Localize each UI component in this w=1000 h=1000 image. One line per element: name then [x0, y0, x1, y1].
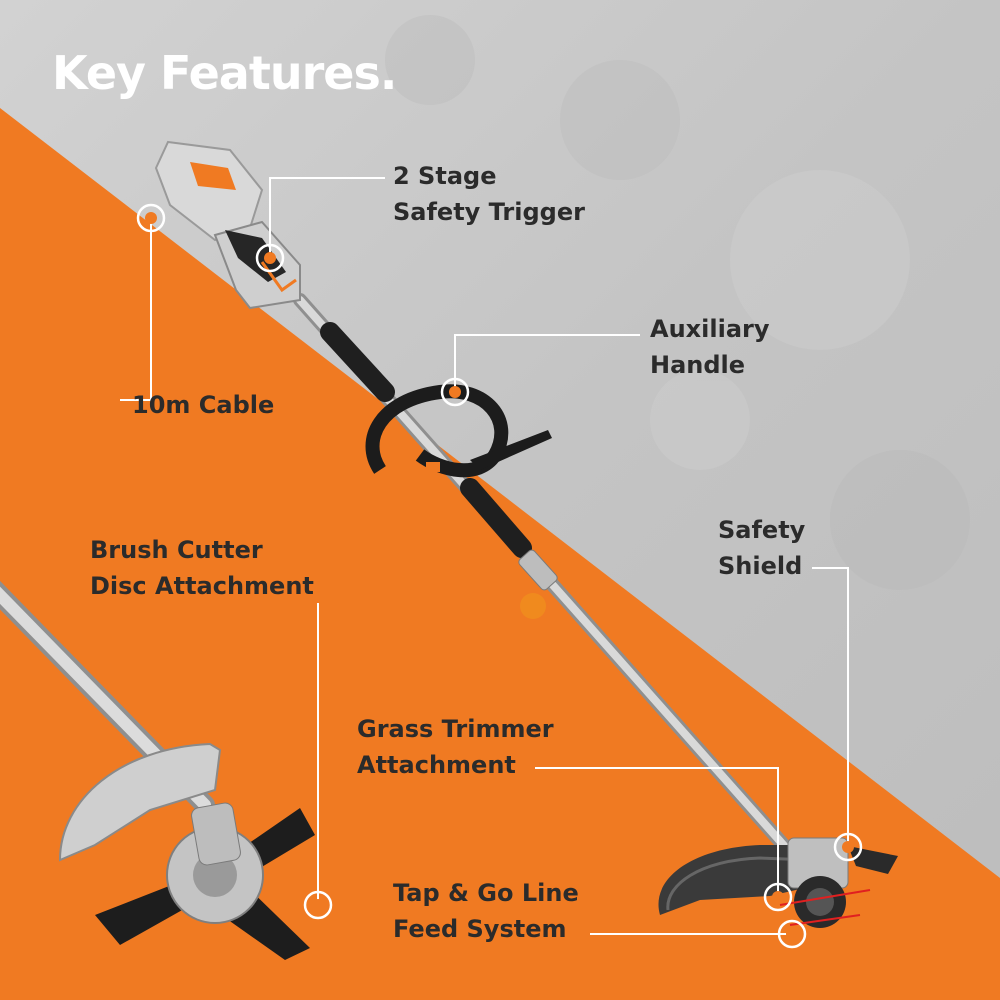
callout-line-shield [812, 567, 849, 847]
label-grass-trimmer-line2: Attachment [357, 751, 516, 779]
callout-line-cable [120, 218, 152, 401]
marker-feed [777, 919, 807, 949]
label-safety-trigger: 2 Stage Safety Trigger [393, 158, 585, 230]
label-grass-trimmer: Grass Trimmer Attachment [357, 711, 554, 783]
label-auxiliary-handle-line1: Auxiliary [650, 315, 770, 343]
label-line-feed-line2: Feed System [393, 915, 567, 943]
label-line-feed-line1: Tap & Go Line [393, 879, 579, 907]
label-auxiliary-handle: Auxiliary Handle [650, 311, 770, 383]
label-safety-trigger-line1: 2 Stage [393, 162, 497, 190]
label-line-feed: Tap & Go Line Feed System [393, 875, 579, 947]
marker-trigger [255, 243, 285, 273]
label-cable-line1: 10m Cable [132, 391, 275, 419]
marker-brush-cutter [303, 890, 333, 920]
feature-markers [136, 203, 863, 949]
marker-trimmer [763, 882, 793, 912]
marker-cable [136, 203, 166, 233]
trimmer-shaft [293, 293, 802, 865]
label-brush-cutter-line1: Brush Cutter [90, 536, 263, 564]
label-cable: 10m Cable [132, 387, 274, 423]
label-brush-cutter: Brush Cutter Disc Attachment [90, 532, 314, 604]
grass-trimmer-head [658, 837, 898, 928]
label-safety-trigger-line2: Safety Trigger [393, 198, 585, 226]
label-brush-cutter-line2: Disc Attachment [90, 572, 314, 600]
brush-cutter-attachment [0, 580, 315, 960]
orange-diagonal-panel [0, 108, 1000, 1000]
marker-shield [833, 832, 863, 862]
callout-line-trigger [269, 177, 385, 258]
concrete-texture [385, 15, 970, 590]
motor-head [154, 140, 301, 310]
label-auxiliary-handle-line2: Handle [650, 351, 746, 379]
label-grass-trimmer-line1: Grass Trimmer [357, 715, 554, 743]
label-safety-shield: Safety Shield [718, 512, 805, 584]
callout-line-handle [454, 334, 640, 392]
page-title: Key Features. [52, 46, 397, 100]
label-safety-shield-line1: Safety [718, 516, 806, 544]
label-safety-shield-line2: Shield [718, 552, 803, 580]
marker-handle [440, 377, 470, 407]
callout-line-trimmer [535, 767, 779, 897]
auxiliary-handle [365, 384, 552, 478]
